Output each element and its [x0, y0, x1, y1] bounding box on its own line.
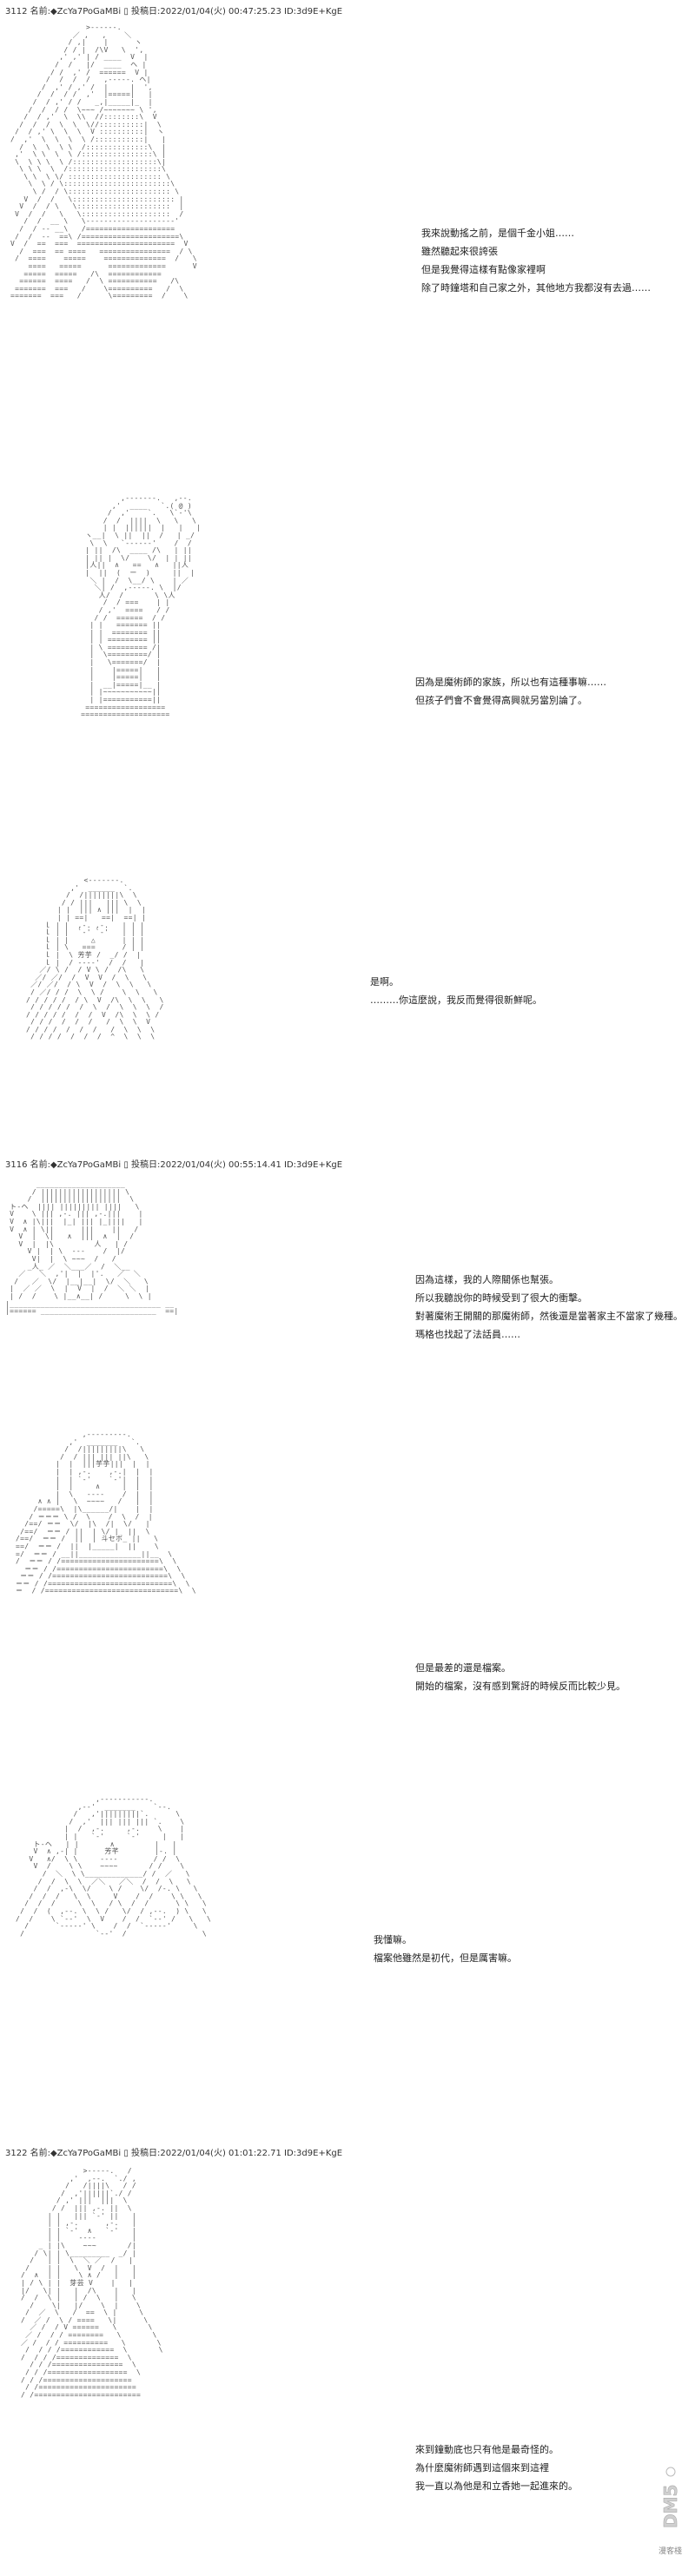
dialog-line: 來到鐘動底也只有他是最奇怪的。: [415, 2444, 559, 2455]
ascii-art-panel: ,-------. ,--. ,' ____ `.( @ ) / ,' `. \…: [81, 495, 202, 719]
dialog-line: 開始的檔案，沒有感到驚訝的時候反而比較少見。: [415, 1681, 626, 1692]
ascii-art-panel: >------. ／ , , ＼ / ,| | ヽ / / | /\V \ ',…: [10, 24, 197, 301]
dialog-line: 為什麼魔術師遇到這個來到這裡: [415, 2462, 549, 2474]
dialog-line: 除了時鐘塔和自己家之外，其他地方我都沒有去過……: [421, 282, 651, 294]
dialog-line: ………你這麼說，我反而覺得很新鮮呢。: [370, 994, 542, 1006]
dialog-line: 但是我覺得這樣有點像家裡啊: [421, 264, 546, 275]
dialog-line: 但孩子們會不會覺得高興就另當別論了。: [415, 695, 587, 706]
post-header: 3116 名前:◆ZcYa7PoGaMBi ▯ 投稿日:2022/01/04(火…: [5, 1160, 343, 1170]
dialog-line: 對著魔術王開關的那魔術師，然後還是當著家主不當家了幾種。: [415, 1311, 683, 1322]
watermark-site: 漫客棧: [659, 2547, 683, 2556]
ascii-art-panel: ,---------. ,' _______ `. / /|||||||||\ …: [16, 1431, 196, 1595]
dialog-line: 是啊。: [370, 976, 399, 987]
dialog-text: 因為這樣，我的人際關係也幫張。 所以我聽說你的時候受到了很大的衝擊。 對著魔術王…: [415, 1271, 683, 1344]
dialog-line: 因為是魔術師的家族，所以也有這種事嘛……: [415, 677, 606, 688]
watermark-logo: DM5 漫客棧: [653, 2465, 688, 2566]
ascii-art-panel: ____________________ / |||||||||||||||||…: [5, 1181, 179, 1316]
post-header: 3122 名前:◆ZcYa7PoGaMBi ▯ 投稿日:2022/01/04(火…: [5, 2149, 343, 2158]
svg-text:DM5: DM5: [660, 2485, 681, 2528]
dialog-line: 所以我聽說你的時候受到了很大的衝擊。: [415, 1292, 587, 1304]
dialog-text: 來到鐘動底也只有他是最奇怪的。 為什麼魔術師遇到這個來到這裡 我一直以為他是和立…: [415, 2441, 578, 2495]
dm5-logo-icon: DM5: [660, 2467, 681, 2528]
ascii-art-panel: >-----. / ,' ,--. `./ , / /||||\ / / / ,…: [21, 2168, 163, 2399]
dialog-line: 但是最差的還是檔案。: [415, 1662, 511, 1674]
dialog-text: 我來說動搖之前，是個千金小姐…… 雖然聽起來很誇張 但是我覺得這樣有點像家裡啊 …: [421, 224, 651, 297]
dialog-line: 我懂嘛。: [374, 1934, 412, 1945]
dialog-line: 瑪格也找起了法話員……: [415, 1329, 520, 1340]
dialog-line: 我來說動搖之前，是個千金小姐……: [421, 228, 574, 239]
post-header: 3112 名前:◆ZcYa7PoGaMBi ▯ 投稿日:2022/01/04(火…: [5, 7, 343, 17]
dialog-line: 檔案他雖然是初代，但是厲害嘛。: [374, 1952, 517, 1964]
dialog-line: 我一直以為他是和立香她一起進來的。: [415, 2480, 578, 2492]
dialog-line: 雖然聽起來很誇張: [421, 246, 498, 257]
dialog-line: 因為這樣，我的人際關係也幫張。: [415, 1274, 559, 1285]
dialog-text: 是啊。 ………你這麼說，我反而覺得很新鮮呢。: [370, 973, 542, 1009]
dialog-text: 我懂嘛。 檔案他雖然是初代，但是厲害嘛。: [374, 1931, 517, 1967]
dialog-text: 因為是魔術師的家族，所以也有這種事嘛…… 但孩子們會不會覺得高興就另當別論了。: [415, 673, 606, 710]
dialog-text: 但是最差的還是檔案。 開始的檔案，沒有感到驚訝的時候反而比較少見。: [415, 1659, 626, 1695]
ascii-art-panel: ,-----------. ,--' _______ `--. / ,'||||…: [16, 1796, 212, 1938]
ascii-art-panel: <-------. ,' ______ `. / /||||||||\ \ / …: [26, 877, 164, 1041]
